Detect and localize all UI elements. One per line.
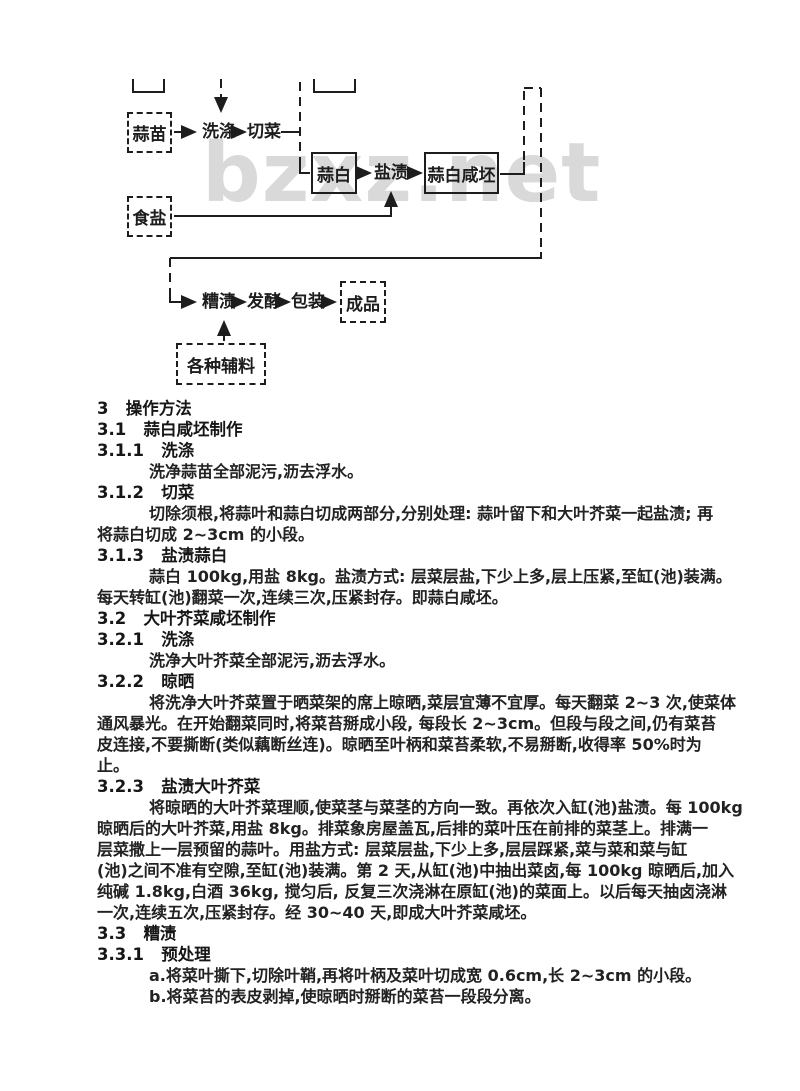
box-garlic-white: 蒜白 xyxy=(311,152,357,194)
text-line: 一次,连续五次,压紧封存。经 30~40 天,即成大叶芥菜咸坯。 xyxy=(97,903,537,922)
text-line: 每天转缸(池)翻菜一次,连续三次,压紧封存。即蒜白咸坯。 xyxy=(97,588,508,607)
text-line: 晾晒后的大叶芥菜,用盐 8kg。排菜象房屋盖瓦,后排的菜叶压在前排的菜茎上。排满… xyxy=(97,819,708,838)
section-heading: 3.3 糟渍 xyxy=(97,924,177,943)
cropped-box-middle xyxy=(313,79,356,93)
section-heading: 3.1.3 盐渍蒜白 xyxy=(97,546,228,565)
long-return-line xyxy=(170,252,542,259)
text-line: 纯碱 1.8kg,白酒 36kg, 搅匀后, 反复三次浇淋在原缸(池)的菜面上。… xyxy=(97,882,727,901)
line-base-to-right xyxy=(500,162,525,175)
text-line: 切除须根,将蒜叶和蒜白切成两部分,分别处理: 蒜叶留下和大叶芥菜一起盐渍; 再 xyxy=(149,504,714,523)
text-line: 皮连接,不要撕断(类似藕断丝连)。晾晒至叶柄和菜苔柔软,不易掰断,收得率 50%… xyxy=(97,735,702,754)
text-line: 层菜撒上一层预留的蒜叶。用盐方式: 层菜层盐,下少上多,层层踩紧,菜与菜和菜与缸 xyxy=(97,840,688,859)
text-line: b.将菜苔的表皮剥掉,使晾晒时掰断的菜苔一段段分离。 xyxy=(149,987,541,1006)
box-garlic-white-salted-base: 蒜白咸坯 xyxy=(424,152,499,194)
text-line: 将洗净大叶芥菜置于晒菜架的席上晾晒,菜层宜薄不宜厚。每天翻菜 2~3 次,使菜体 xyxy=(149,693,736,712)
text-line: 蒜白 100kg,用盐 8kg。盐渍方式: 层菜层盐,下少上多,层上压紧,至缸(… xyxy=(149,567,732,586)
section-heading: 3.1.1 洗涤 xyxy=(97,441,195,460)
text-line: 将蒜白切成 2~3cm 的小段。 xyxy=(97,525,314,544)
section-heading: 3.3.1 预处理 xyxy=(97,945,211,964)
step-cutting: 切菜 xyxy=(247,122,281,142)
step-washing: 洗涤 xyxy=(202,122,236,142)
section-heading: 3 操作方法 xyxy=(97,399,192,418)
text-line: 将晾晒的大叶芥菜理顺,使菜茎与菜茎的方向一致。再依次入缸(池)盐渍。每 100k… xyxy=(149,798,743,817)
corner-into-garlic-white xyxy=(299,162,310,174)
watermark-text: bzxz.net xyxy=(202,126,602,221)
text-line: 洗净蒜苗全部泥污,沥去浮水。 xyxy=(149,462,364,481)
step-wine-pickling: 糟渍 xyxy=(202,292,236,312)
step-fermentation: 发酵 xyxy=(247,292,281,312)
box-auxiliary-materials: 各种辅料 xyxy=(176,343,266,385)
section-heading: 3.2 大叶芥菜咸坯制作 xyxy=(97,609,276,628)
section-heading: 3.1.2 切菜 xyxy=(97,483,195,502)
section-heading: 3.2.1 洗涤 xyxy=(97,630,195,649)
section-heading: 3.2.3 盐渍大叶芥菜 xyxy=(97,777,261,796)
text-line: 通风暴光。在开始翻菜同时,将菜苔掰成小段, 每段长 2~3cm。但段与段之间,仍… xyxy=(97,714,717,733)
step-packaging: 包装 xyxy=(291,292,325,312)
flowchart-lines xyxy=(132,79,542,341)
text-line: 止。 xyxy=(97,756,130,775)
cropped-box-left xyxy=(132,79,165,93)
process-flowchart: bzxz.net xyxy=(0,0,800,396)
section-heading: 3.1 蒜白咸坯制作 xyxy=(97,420,243,439)
arrow-into-wine-pickling xyxy=(169,291,197,309)
box-garlic-seedling: 蒜苗 xyxy=(127,112,172,153)
box-table-salt: 食盐 xyxy=(127,196,172,237)
document-body: 3 操作方法 3.1 蒜白咸坯制作 3.1.1 洗涤洗净蒜苗全部泥污,沥去浮水。 3.… xyxy=(97,398,743,1007)
text-line: 洗净大叶芥菜全部泥污,沥去浮水。 xyxy=(149,651,396,670)
section-heading: 3.2.2 晾晒 xyxy=(97,672,195,691)
step-salting: 盐渍 xyxy=(374,163,408,183)
arrow-salt-to-salting xyxy=(174,191,398,217)
box-finished-product: 成品 xyxy=(340,281,386,323)
text-line: (池)之间不准有空隙,至缸(池)装满。第 2 天,从缸(池)中抽出菜卤,每 10… xyxy=(97,861,735,880)
text-line: a.将菜叶撕下,切除叶鞘,再将叶柄及菜叶切成宽 0.6cm,长 2~3cm 的小… xyxy=(149,966,702,985)
